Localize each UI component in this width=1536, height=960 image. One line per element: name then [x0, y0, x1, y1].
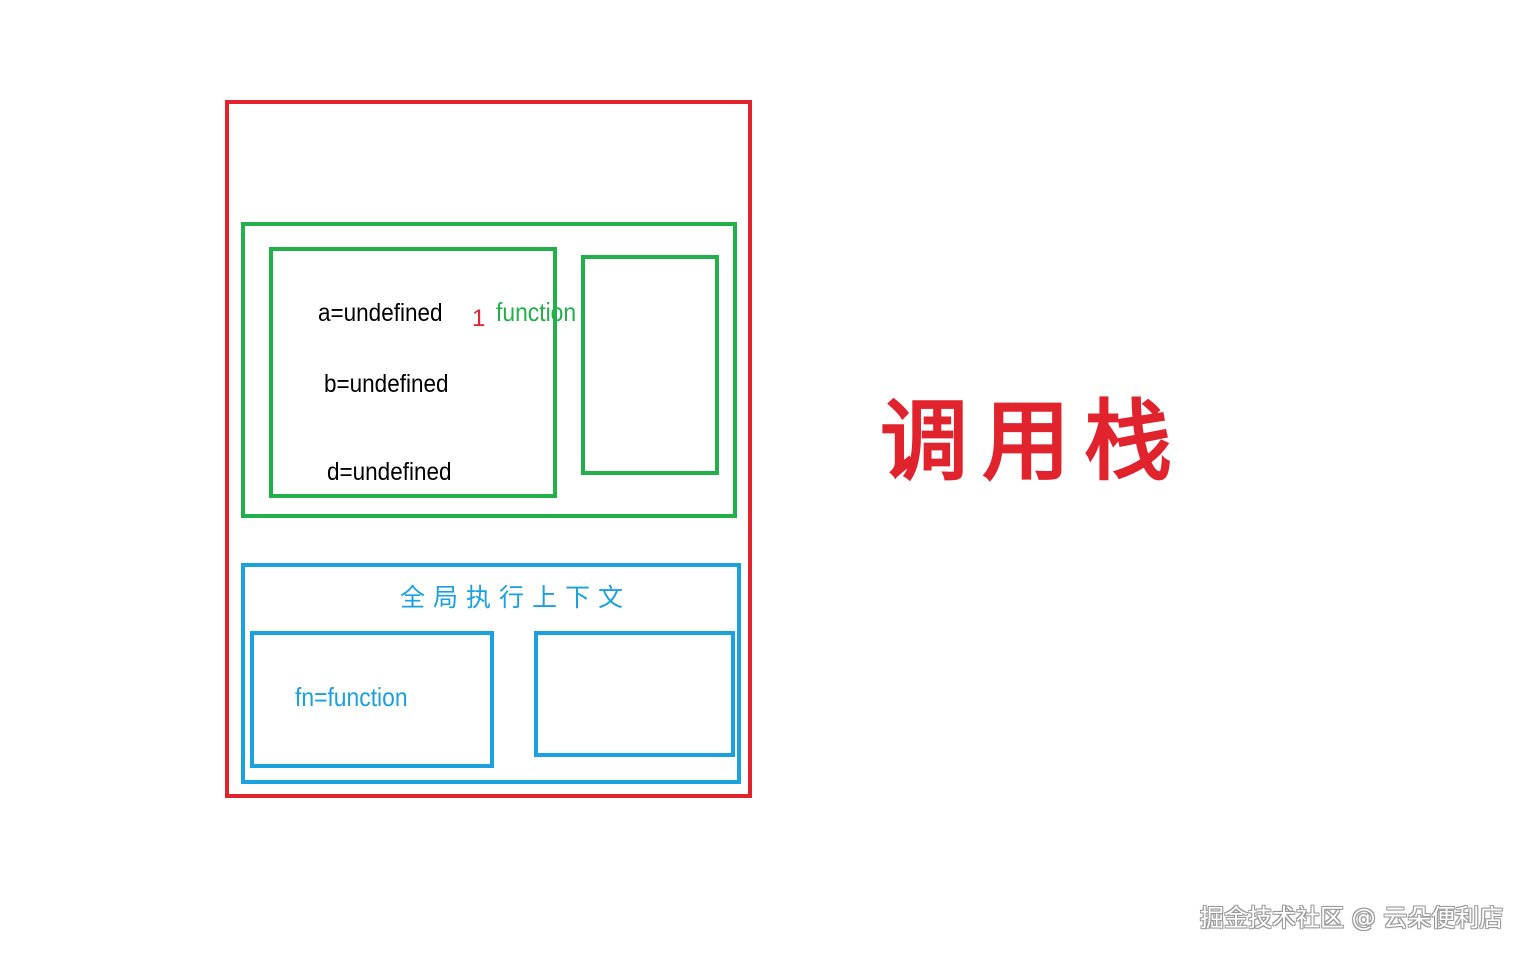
variable-b: b=undefined	[324, 370, 449, 398]
function-variable-object	[269, 247, 557, 498]
function-context-right-box	[581, 255, 719, 475]
global-execution-context	[241, 563, 741, 784]
watermark: 掘金技术社区 @ 云朵便利店	[1200, 904, 1504, 932]
call-stack-title: 调用栈	[880, 390, 1187, 493]
variable-d: d=undefined	[327, 458, 452, 486]
step-number: 1	[472, 305, 486, 332]
global-fn-variable: fn=function	[295, 682, 408, 712]
global-context-right-box	[534, 631, 735, 757]
global-context-title: 全局执行上下文	[400, 583, 632, 612]
call-stack-frame	[225, 100, 752, 798]
function-execution-context	[241, 222, 737, 518]
variable-a: a=undefined	[318, 299, 443, 327]
global-variable-object	[250, 631, 494, 768]
function-label: function	[496, 297, 577, 327]
